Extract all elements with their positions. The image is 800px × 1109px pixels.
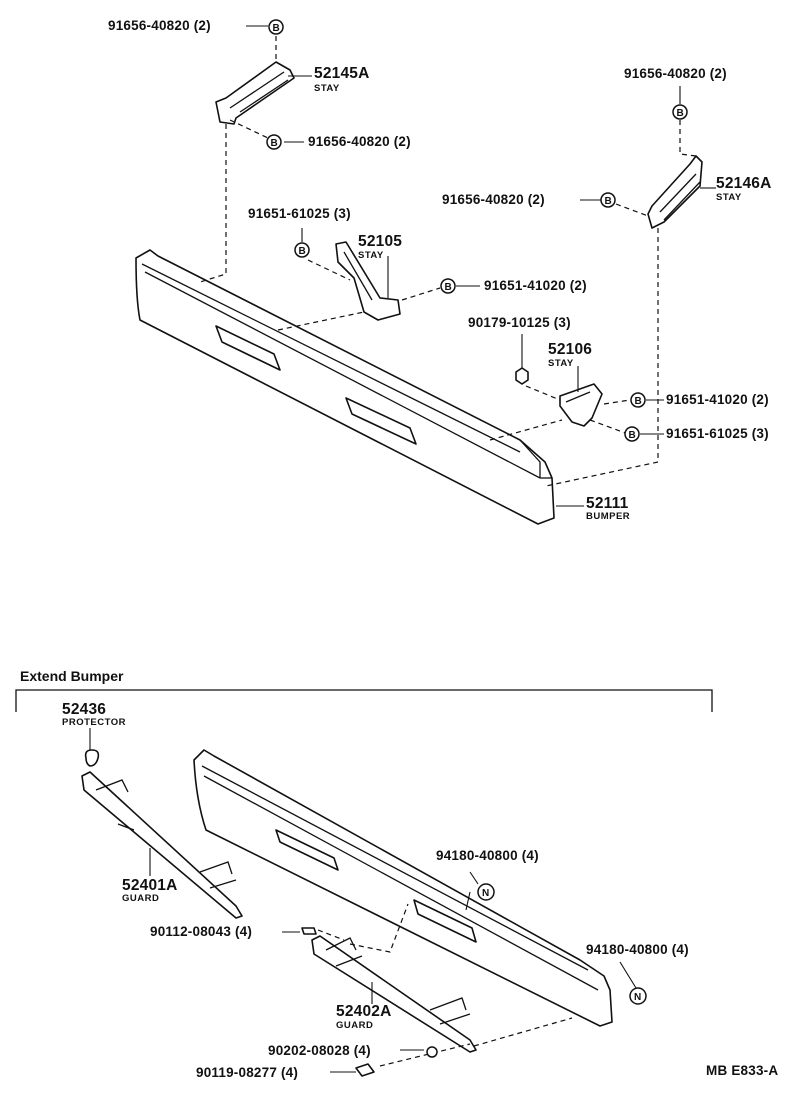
- section-title-extend-bumper: Extend Bumper: [20, 668, 124, 684]
- guard-52401a: [81, 771, 243, 919]
- label-part-52402a: 52402A: [336, 1003, 392, 1020]
- label-name-guard: GUARD: [336, 1020, 374, 1031]
- label-part-52111: 52111: [586, 495, 629, 512]
- label-screw-90119-08277: 90119-08277 (4): [196, 1065, 299, 1080]
- bolt-icon: [294, 242, 310, 258]
- nut-icon: [515, 367, 529, 385]
- leaders-top: [246, 25, 716, 507]
- bolt-icon-letter: B: [629, 430, 636, 441]
- bolt-icon-letter: B: [273, 23, 280, 34]
- label-bolt-91656-40820: 91656-40820 (2): [442, 192, 545, 207]
- bolt-icon: [630, 392, 646, 408]
- stay-52146a: [647, 155, 703, 229]
- label-bolt-91651-61025: 91651-61025 (3): [666, 426, 769, 441]
- label-part-52146a: 52146A: [716, 175, 772, 192]
- bolt-icon-letter: B: [635, 396, 642, 407]
- stay-52105: [335, 241, 401, 321]
- label-part-52105: 52105: [358, 233, 403, 250]
- nut-icon-letter: N: [634, 992, 641, 1003]
- nut-icon: [477, 883, 495, 901]
- label-bolt-91656-40820: 91656-40820 (2): [108, 18, 211, 33]
- bolt-icon: [624, 426, 640, 442]
- leaders-extend: [89, 728, 637, 1073]
- label-part-52145a: 52145A: [314, 65, 370, 82]
- bolt-icon: [268, 19, 284, 35]
- label-name-protector: PROTECTOR: [62, 717, 126, 728]
- washer-icon: [426, 1046, 438, 1058]
- label-bolt-91656-40820: 91656-40820 (2): [624, 66, 727, 81]
- label-name-bumper: BUMPER: [586, 511, 631, 522]
- label-part-52401a: 52401A: [122, 877, 178, 894]
- label-name-guard: GUARD: [122, 893, 160, 904]
- guard-52402a: [311, 935, 477, 1053]
- label-bolt-90112-08043: 90112-08043 (4): [150, 924, 253, 939]
- label-bolt-91656-40820: 91656-40820 (2): [308, 134, 411, 149]
- label-nut-90179-10125: 90179-10125 (3): [468, 315, 571, 330]
- label-name-stay: STAY: [716, 192, 742, 203]
- label-washer-90202-08028: 90202-08028 (4): [268, 1043, 371, 1058]
- label-name-stay: STAY: [358, 250, 384, 261]
- assembly-lines-extend: [317, 903, 573, 1067]
- protector-52436: [84, 749, 100, 767]
- bumper-52111: [135, 249, 555, 525]
- bolt-icon-letter: B: [605, 196, 612, 207]
- screw-icon: [355, 1063, 375, 1077]
- reference-code: MB E833-A: [706, 1063, 779, 1078]
- label-part-52436: 52436: [62, 701, 107, 718]
- bolt-icon-letter: B: [677, 108, 684, 119]
- bolt-icon: [600, 192, 616, 208]
- label-name-stay: STAY: [314, 83, 340, 94]
- nut-icon-letter: N: [482, 888, 489, 899]
- bolt-icon: [301, 927, 317, 935]
- label-bolt-91651-61025: 91651-61025 (3): [248, 206, 351, 221]
- bolt-icon-letter: B: [271, 138, 278, 149]
- assembly-lines-top: [199, 36, 697, 487]
- section-bracket: [15, 689, 713, 712]
- bolt-icons-top: B B B B B B B B: [266, 19, 688, 442]
- nut-icons-extend: N N: [301, 883, 647, 1077]
- nut-icon: [629, 987, 647, 1005]
- label-name-stay: STAY: [548, 358, 574, 369]
- extend-bumper-body: [193, 749, 613, 1027]
- stay-52106: [559, 383, 603, 427]
- bolt-icon: [672, 104, 688, 120]
- bolt-icon: [440, 278, 456, 294]
- bolt-icon: [266, 134, 282, 150]
- label-part-52106: 52106: [548, 341, 593, 358]
- bolt-icon-letter: B: [445, 282, 452, 293]
- label-bolt-91651-41020: 91651-41020 (2): [484, 278, 587, 293]
- label-nut-94180-40800: 94180-40800 (4): [586, 942, 689, 957]
- label-nut-94180-40800: 94180-40800 (4): [436, 848, 539, 863]
- stay-52145a: [215, 61, 295, 125]
- bolt-icon-letter: B: [299, 246, 306, 257]
- label-bolt-91651-41020: 91651-41020 (2): [666, 392, 769, 407]
